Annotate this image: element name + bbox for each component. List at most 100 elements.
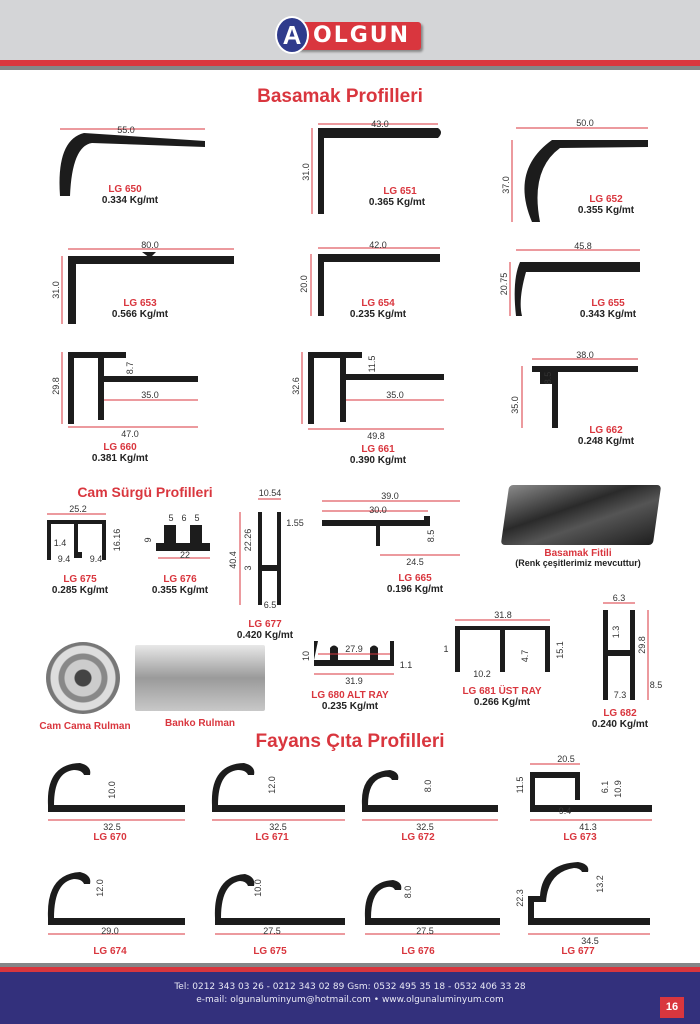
dim-label: 4.7 (520, 649, 530, 663)
dim-label: 22.26 (243, 528, 253, 552)
rulman-cam-label: Cam Cama Rulman (39, 721, 131, 732)
dim-label: 80.0 (141, 240, 159, 250)
dim-label: 20.75 (499, 272, 509, 296)
dim-label: 32.5 (416, 822, 434, 832)
product-code: LG 676 (163, 574, 197, 585)
logo-text: OLGUN (297, 22, 421, 50)
basamak-fitili-image (500, 485, 662, 545)
product-code: LG 680 ALT RAY (311, 690, 389, 701)
dim-label: 6.3 (612, 593, 626, 603)
dim-label: 40.4 (228, 551, 238, 569)
footer-red-stripe (0, 967, 700, 972)
dim-label: 1 (443, 644, 449, 654)
dim-label: 31.0 (301, 163, 311, 181)
dim-label: 8.5 (543, 371, 553, 385)
product-code: LG 681 ÜST RAY (462, 686, 542, 697)
profile-lg673-shape (530, 772, 652, 812)
dim-label: 31.0 (51, 281, 61, 299)
dim-label: 8.7 (125, 361, 135, 375)
product-code: LG 655 (591, 298, 625, 309)
dim-label: 31.9 (345, 676, 363, 686)
section-title-basamak: Basamak Profilleri (257, 86, 423, 107)
dim-label: 10.9 (613, 780, 623, 798)
product-code: LG 673 (563, 832, 597, 843)
product-code: LG 660 (103, 442, 137, 453)
dim-label: 6.1 (600, 780, 610, 794)
profile-lg671-shape (211, 763, 345, 812)
product-weight: 0.381 Kg/mt (91, 453, 149, 464)
dim-label: 32.5 (103, 822, 121, 832)
product-weight: 0.420 Kg/mt (236, 630, 294, 641)
product-weight: 0.365 Kg/mt (368, 197, 426, 208)
profile-lg676-shape (156, 525, 210, 551)
dim-label: 12.0 (95, 879, 105, 897)
dim-label: 42.0 (369, 240, 387, 250)
dim-label: 20.0 (299, 275, 309, 293)
dim-label: 6 (181, 513, 187, 523)
product-weight: 0.355 Kg/mt (151, 585, 209, 596)
dim-label: 11.5 (367, 355, 377, 373)
product-code: LG 676 (401, 946, 435, 957)
dim-label: 1.55 (286, 518, 304, 528)
dim-label: 27.5 (416, 926, 434, 936)
profile-lg677-fayans-shape (528, 862, 650, 925)
dim-label: 10.54 (258, 488, 282, 498)
dim-label: 11.5 (515, 776, 525, 794)
section-title-cam: Cam Sürgü Profilleri (77, 484, 213, 500)
dim-label: 47.0 (121, 429, 139, 439)
product-code: LG 672 (401, 832, 435, 843)
fitil-note: (Renk çeşitlerimiz mevcuttur) (515, 558, 641, 568)
dim-label: 8.5 (649, 680, 663, 690)
dim-label: 31.8 (494, 610, 512, 620)
dim-label: 9.4 (57, 554, 71, 564)
dim-label: 49.8 (367, 431, 385, 441)
profile-lg674-shape (47, 872, 186, 925)
product-code: LG 662 (589, 425, 623, 436)
footer-contact: e-mail: olgunaluminyum@hotmail.com • www… (196, 995, 504, 1005)
product-weight: 0.285 Kg/mt (51, 585, 109, 596)
product-weight: 0.240 Kg/mt (591, 719, 649, 730)
dim-label: 22.3 (515, 889, 525, 907)
dim-label: 16.16 (112, 528, 122, 552)
product-weight: 0.343 Kg/mt (579, 309, 637, 320)
dim-label: 35.0 (386, 390, 404, 400)
dim-label: 30.0 (369, 505, 387, 515)
dim-label: 1.4 (53, 538, 67, 548)
profile-lg675-fayans-shape (214, 874, 345, 925)
dim-label: 20.5 (557, 754, 575, 764)
product-code: LG 652 (589, 194, 623, 205)
dim-label: 5 (194, 513, 200, 523)
profile-lg682-shape (603, 610, 635, 700)
dim-label: 1.3 (611, 625, 621, 639)
dim-label: 24.5 (406, 557, 424, 567)
dim-label: 7.3 (613, 690, 627, 700)
profile-lg681-shape (455, 626, 550, 672)
dim-label: 27.9 (345, 644, 363, 654)
dim-label: 50.0 (576, 118, 594, 128)
dim-label: 8.5 (426, 529, 436, 543)
product-code: LG 650 (108, 184, 142, 195)
product-code: LG 674 (93, 946, 127, 957)
dim-label: 10.0 (107, 781, 117, 799)
dim-label: 34.5 (581, 936, 599, 946)
product-weight: 0.390 Kg/mt (349, 455, 407, 466)
dim-label: 29.0 (101, 926, 119, 936)
dim-label: 41.3 (579, 822, 597, 832)
product-code: LG 670 (93, 832, 127, 843)
product-code: LG 661 (361, 444, 395, 455)
olgun-logo: A OLGUN (275, 16, 425, 54)
product-weight: 0.248 Kg/mt (577, 436, 635, 447)
product-weight: 0.235 Kg/mt (321, 701, 379, 712)
dim-label: 29.8 (51, 377, 61, 395)
dim-label: 38.0 (576, 350, 594, 360)
profile-lg677-shape (258, 512, 281, 605)
dim-label: 37.0 (501, 176, 511, 194)
dim-label: 6.5 (263, 600, 277, 610)
product-weight: 0.334 Kg/mt (101, 195, 159, 206)
dim-label: 10.2 (473, 669, 491, 679)
section-title-fayans: Fayans Çıta Profilleri (255, 731, 445, 752)
profile-lg676-fayans-shape (364, 880, 500, 925)
product-code: LG 675 (253, 946, 287, 957)
dim-label: 43.0 (371, 119, 389, 129)
product-code: LG 677 (561, 946, 595, 957)
